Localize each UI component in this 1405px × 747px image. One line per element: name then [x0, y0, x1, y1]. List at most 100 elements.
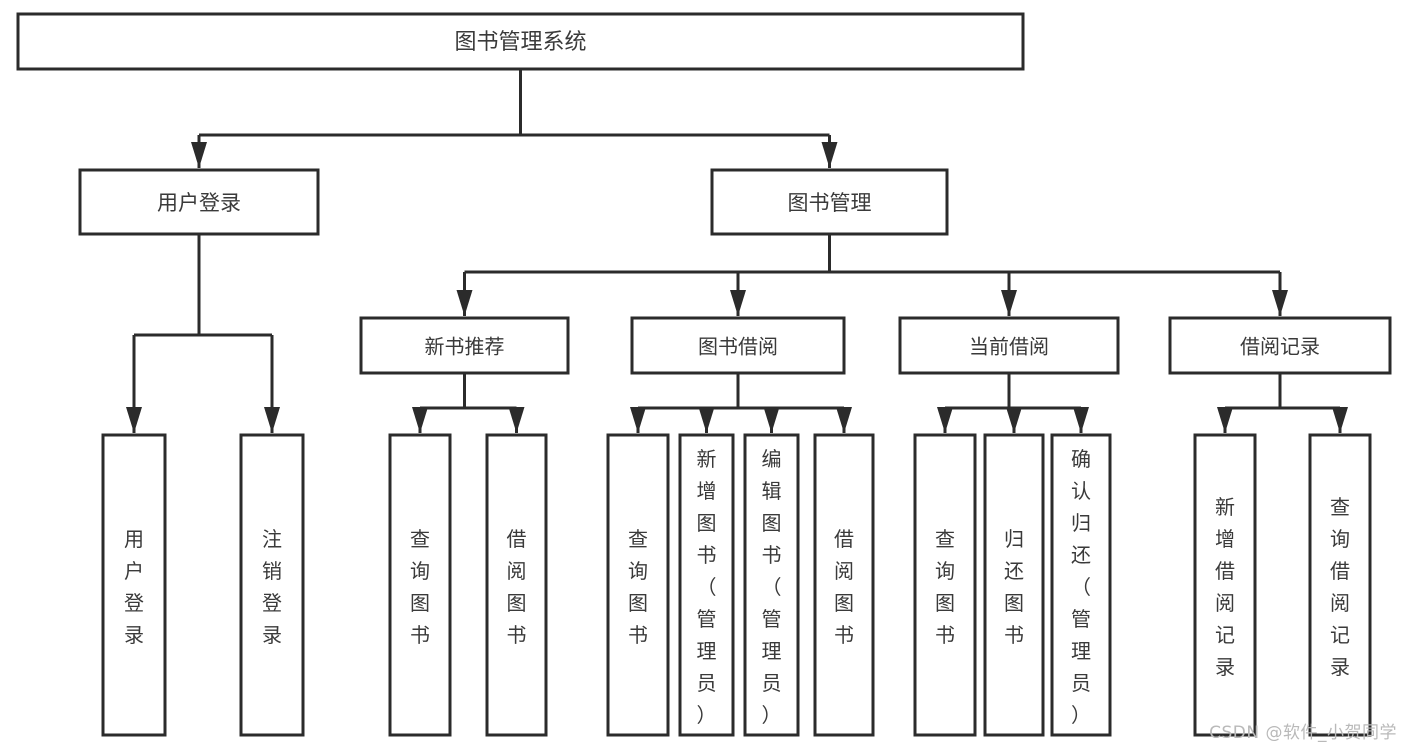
node-label: 新书推荐	[425, 335, 505, 359]
node-leaf-1[interactable]: 用户登录	[101, 433, 167, 737]
node-label-char: 新	[1215, 495, 1235, 519]
node-label-char: 图	[628, 591, 648, 615]
node-rect[interactable]	[16, 12, 1025, 71]
node-rect[interactable]	[1193, 433, 1257, 737]
arrow-head	[191, 142, 207, 168]
node-level2-1[interactable]: 新书推荐	[359, 316, 570, 375]
node-rect[interactable]	[983, 433, 1045, 737]
node-label-char: 销	[262, 559, 282, 583]
node-label: 图书借阅	[698, 335, 778, 359]
node-rect[interactable]	[813, 433, 875, 737]
watermark-label: CSDN @软件_小贺同学	[1209, 723, 1397, 743]
arrow-head	[821, 142, 838, 168]
node-rect[interactable]	[678, 433, 735, 737]
node-label-char: 阅	[507, 559, 527, 583]
node-label-char: 理	[1071, 639, 1091, 663]
node-rect[interactable]	[359, 316, 570, 375]
node-label: 图书管理系统	[454, 30, 586, 55]
node-label-char: 书	[697, 543, 717, 567]
node-label-char: 员	[762, 671, 782, 695]
node-label-char: 图	[1004, 591, 1024, 615]
node-rect[interactable]	[1050, 433, 1112, 737]
node-rect[interactable]	[101, 433, 167, 737]
arrow-head	[1073, 407, 1089, 433]
node-label-char: 增	[697, 479, 717, 503]
node-level1-1[interactable]: 用户登录	[78, 168, 320, 236]
node-rect[interactable]	[710, 168, 949, 236]
node-label-char: 图	[410, 591, 430, 615]
node-label-char: 登	[262, 591, 282, 615]
node-label-char: 员	[1071, 671, 1091, 695]
node-label-char: 图	[834, 591, 854, 615]
node-rect[interactable]	[485, 433, 548, 737]
node-rect[interactable]	[606, 433, 670, 737]
node-label-char: 注	[262, 527, 282, 551]
arrow-head	[126, 407, 142, 433]
node-label-char: 书	[628, 623, 648, 647]
node-label-char: ）	[1071, 703, 1091, 727]
arrow-head	[1272, 290, 1288, 316]
arrow-head	[763, 407, 780, 433]
node-label-char: 询	[935, 559, 955, 583]
node-rect[interactable]	[239, 433, 305, 737]
node-label-char: 书	[410, 623, 430, 647]
node-label-char: 查	[935, 527, 955, 551]
arrow-head	[264, 407, 280, 433]
node-label-char: 确	[1071, 447, 1091, 471]
node-label-char: ）	[762, 703, 782, 727]
node-label-char: 图	[762, 511, 782, 535]
node-level2-3[interactable]: 当前借阅	[898, 316, 1120, 375]
node-label-char: 书	[834, 623, 854, 647]
arrow-head	[412, 407, 428, 433]
node-label-char: 认	[1071, 479, 1091, 503]
node-label-char: 查	[628, 527, 648, 551]
arrow-head	[836, 407, 852, 433]
node-label: 当前借阅	[969, 335, 1049, 359]
node-label-char: 员	[697, 671, 717, 695]
node-label-char: 用	[124, 527, 144, 551]
node-rect[interactable]	[898, 316, 1120, 375]
node-rect[interactable]	[1308, 433, 1372, 737]
node-root[interactable]: 图书管理系统	[16, 12, 1025, 71]
node-rect[interactable]	[913, 433, 977, 737]
node-rect[interactable]	[388, 433, 452, 737]
arrow-head	[1006, 407, 1022, 433]
arrow-head	[630, 407, 646, 433]
node-label-char: 管	[1071, 607, 1091, 631]
node-label-char: 借	[1330, 559, 1350, 583]
node-label-char: ）	[697, 703, 717, 727]
node-label-char: 图	[697, 511, 717, 535]
node-label-char: 归	[1071, 511, 1091, 535]
arrow-head	[1217, 407, 1233, 433]
arrow-head	[456, 290, 473, 316]
node-rect[interactable]	[630, 316, 846, 375]
node-label-char: 阅	[1215, 591, 1235, 615]
node-label-char: 阅	[834, 559, 854, 583]
node-label-char: 查	[1330, 495, 1350, 519]
node-label-char: （	[762, 575, 782, 599]
node-rect[interactable]	[78, 168, 320, 236]
node-rect[interactable]	[1168, 316, 1392, 375]
node-level1-2[interactable]: 图书管理	[710, 168, 949, 236]
node-label-char: （	[1071, 575, 1091, 599]
node-label-char: 记	[1330, 623, 1350, 647]
node-label: 图书管理	[788, 191, 872, 215]
node-level2-2[interactable]: 图书借阅	[630, 316, 846, 375]
node-rect[interactable]	[743, 433, 800, 737]
node-level2-4[interactable]: 借阅记录	[1168, 316, 1392, 375]
arrow-head	[698, 407, 715, 433]
node-label-char: 图	[935, 591, 955, 615]
